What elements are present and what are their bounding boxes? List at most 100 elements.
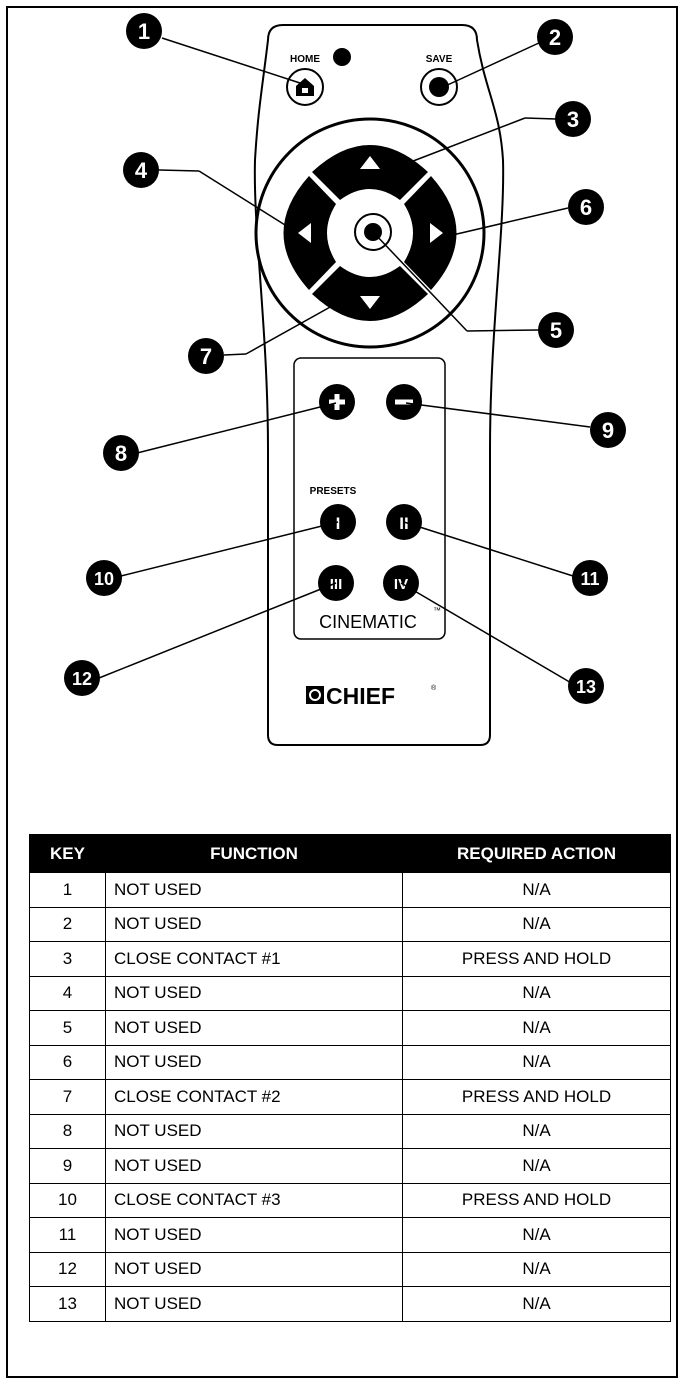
key-cell: 9 — [29, 1148, 106, 1184]
callout-4: 4 — [123, 152, 159, 188]
action-cell: N/A — [402, 906, 671, 942]
action-cell: N/A — [402, 1217, 671, 1253]
action-cell: N/A — [402, 1148, 671, 1184]
action-cell: N/A — [402, 872, 671, 908]
key-cell: 12 — [29, 1251, 106, 1287]
preset-4-label: IV — [394, 576, 408, 593]
key-cell: 10 — [29, 1182, 106, 1218]
left-button[interactable] — [283, 176, 337, 290]
leader-line-7 — [223, 353, 247, 356]
cinematic-brand: CINEMATIC — [319, 612, 417, 632]
chief-logo-icon — [306, 686, 324, 704]
save-label: SAVE — [426, 54, 453, 65]
key-cell: 4 — [29, 975, 106, 1011]
leader-line-12 — [98, 582, 337, 679]
leader-line-2 — [440, 41, 542, 89]
callout-13: 13 — [568, 668, 604, 704]
action-cell: PRESS AND HOLD — [402, 1182, 671, 1218]
callout-8: 8 — [103, 435, 139, 471]
function-cell: CLOSE CONTACT #1 — [105, 941, 403, 977]
down-button[interactable] — [312, 266, 428, 321]
preset-3-label: III — [330, 576, 343, 593]
registered-symbol: ® — [431, 684, 437, 692]
callout-10-number: 10 — [94, 569, 114, 589]
callout-2-number: 2 — [549, 25, 561, 50]
function-cell: NOT USED — [105, 1113, 403, 1149]
lower-panel — [293, 357, 446, 640]
function-cell: NOT USED — [105, 975, 403, 1011]
leader-line-5 — [466, 329, 539, 332]
callout-5: 5 — [538, 312, 574, 348]
callout-4-number: 4 — [135, 158, 148, 183]
callout-9-number: 9 — [602, 418, 614, 443]
key-cell: 7 — [29, 1079, 106, 1115]
function-cell: NOT USED — [105, 1217, 403, 1253]
leader-line-10 — [120, 521, 339, 577]
callout-3: 3 — [555, 101, 591, 137]
callout-1-number: 1 — [138, 19, 150, 44]
table-header-row: KEY FUNCTION REQUIRED ACTION — [29, 834, 671, 873]
preset-2-label: II — [399, 514, 408, 533]
plus-button[interactable] — [319, 384, 355, 420]
key-cell: 11 — [29, 1217, 106, 1253]
callout-7-number: 7 — [200, 344, 212, 369]
minus-button[interactable] — [386, 384, 422, 420]
callout-6: 6 — [568, 189, 604, 225]
leader-line-3 — [524, 117, 557, 120]
leader-line-9 — [405, 402, 591, 428]
home-label: HOME — [290, 54, 320, 65]
home-button[interactable] — [286, 68, 324, 106]
key-cell: 2 — [29, 906, 106, 942]
leader-line-4 — [158, 169, 200, 172]
callout-9: 9 — [590, 412, 626, 448]
key-cell: 8 — [29, 1113, 106, 1149]
trademark-symbol: ™ — [433, 606, 441, 615]
function-cell: NOT USED — [105, 1286, 403, 1322]
header-function: FUNCTION — [105, 834, 403, 873]
function-cell: NOT USED — [105, 1010, 403, 1046]
key-cell: 3 — [29, 941, 106, 977]
figure-frame — [6, 6, 678, 1378]
callout-11: 11 — [572, 560, 608, 596]
action-cell: N/A — [402, 1010, 671, 1046]
leader-line-1 — [161, 37, 304, 85]
right-arrow-icon — [430, 223, 443, 243]
action-cell: N/A — [402, 1251, 671, 1287]
indicator-led — [333, 48, 351, 66]
leader-line-8 — [136, 402, 337, 454]
key-cell: 13 — [29, 1286, 106, 1322]
action-cell: N/A — [402, 1044, 671, 1080]
callout-13-number: 13 — [576, 677, 596, 697]
remote-diagram: HOME SAVE PRESETS — [64, 13, 626, 746]
function-cell: CLOSE CONTACT #2 — [105, 1079, 403, 1115]
callout-8-number: 8 — [115, 441, 127, 466]
function-cell: NOT USED — [105, 906, 403, 942]
down-arrow-icon — [360, 296, 380, 309]
callout-7: 7 — [188, 338, 224, 374]
up-button[interactable] — [312, 145, 428, 200]
function-cell: NOT USED — [105, 872, 403, 908]
function-cell: NOT USED — [105, 1148, 403, 1184]
right-button[interactable] — [404, 176, 457, 290]
action-cell: N/A — [402, 975, 671, 1011]
key-cell: 1 — [29, 872, 106, 908]
chief-logo: CHIEF ® — [306, 683, 437, 709]
action-cell: N/A — [402, 1113, 671, 1149]
function-cell: NOT USED — [105, 1044, 403, 1080]
leader-line-11 — [403, 521, 574, 577]
plus-icon — [329, 394, 345, 410]
function-cell: CLOSE CONTACT #3 — [105, 1182, 403, 1218]
action-cell: N/A — [402, 1286, 671, 1322]
action-cell: PRESS AND HOLD — [402, 1079, 671, 1115]
save-button[interactable] — [420, 68, 458, 106]
